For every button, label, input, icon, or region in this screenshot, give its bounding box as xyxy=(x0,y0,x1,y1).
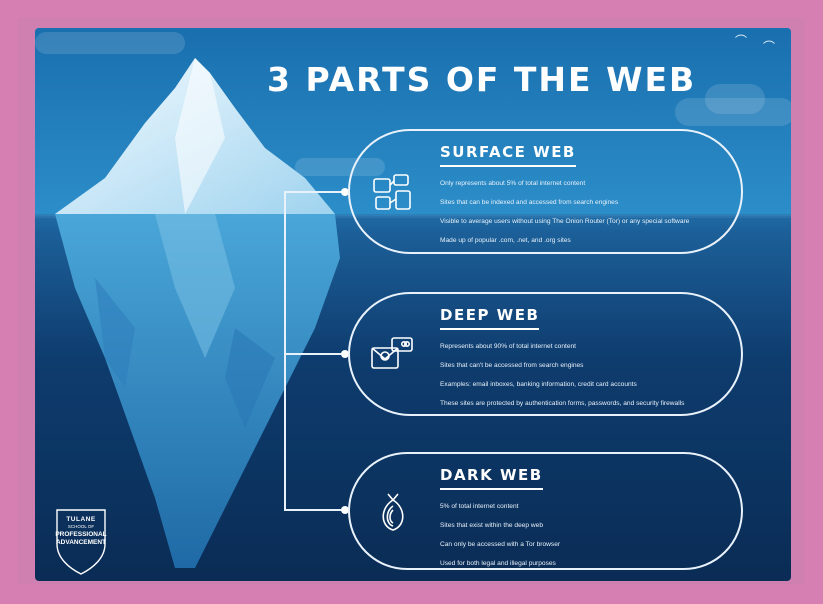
logo-text: ADVANCEMENT xyxy=(55,539,107,546)
bullet-list: Represents about 90% of total internet c… xyxy=(440,337,684,413)
email-credit-card-icon xyxy=(370,332,416,378)
bullet-list: Only represents about 5% of total intern… xyxy=(440,174,689,250)
deep-web-panel: DEEP WEB Represents about 90% of total i… xyxy=(348,292,743,416)
list-item: Made up of popular .com, .net, and .org … xyxy=(440,237,571,244)
page-title: 3 PARTS OF THE WEB xyxy=(267,60,697,99)
bullet-list: 5% of total internet content Sites that … xyxy=(440,497,560,573)
list-item: Can only be accessed with a Tor browser xyxy=(440,541,561,548)
connector-line xyxy=(284,353,344,355)
cloud xyxy=(35,32,185,54)
list-item: Sites that exist within the deep web xyxy=(440,522,543,529)
bird-icon: ⌒ xyxy=(763,40,776,54)
onion-icon xyxy=(370,490,416,536)
list-item: These sites are protected by authenticat… xyxy=(440,400,685,407)
connector-dot xyxy=(341,506,349,514)
bird-icon: ⌒ xyxy=(735,34,748,48)
web-pages-icon xyxy=(370,171,416,217)
iceberg-illustration xyxy=(55,58,340,568)
section-heading: DARK WEB xyxy=(440,466,543,490)
logo-text: PROFESSIONAL xyxy=(55,531,107,538)
connector-dot xyxy=(341,350,349,358)
logo-text: TULANE xyxy=(66,516,96,523)
dark-web-panel: DARK WEB 5% of total internet content Si… xyxy=(348,452,743,570)
list-item: Examples: email inboxes, banking informa… xyxy=(440,381,637,388)
logo-text: SCHOOL OF xyxy=(67,524,95,529)
connector-line xyxy=(284,191,344,193)
connector-line xyxy=(284,509,344,511)
list-item: Represents about 90% of total internet c… xyxy=(440,343,576,350)
list-item: 5% of total internet content xyxy=(440,503,519,510)
section-heading: DEEP WEB xyxy=(440,306,540,330)
list-item: Only represents about 5% of total intern… xyxy=(440,180,586,187)
list-item: Used for both legal and illegal purposes xyxy=(440,560,556,567)
list-item: Sites that can be indexed and accessed f… xyxy=(440,199,619,206)
list-item: Visible to average users without using T… xyxy=(440,218,690,225)
cloud xyxy=(675,98,791,126)
connector-dot xyxy=(341,188,349,196)
cloud xyxy=(705,84,765,114)
section-heading: SURFACE WEB xyxy=(440,143,576,167)
connector-line xyxy=(284,192,286,510)
tulane-logo: TULANE SCHOOL OF PROFESSIONAL ADVANCEMEN… xyxy=(49,504,113,576)
infographic-poster: ⌒ ⌒ 3 PARTS OF THE WEB xyxy=(35,28,791,581)
water-surface xyxy=(35,214,791,218)
list-item: Sites that can't be accessed from search… xyxy=(440,362,584,369)
surface-web-panel: SURFACE WEB Only represents about 5% of … xyxy=(348,129,743,254)
